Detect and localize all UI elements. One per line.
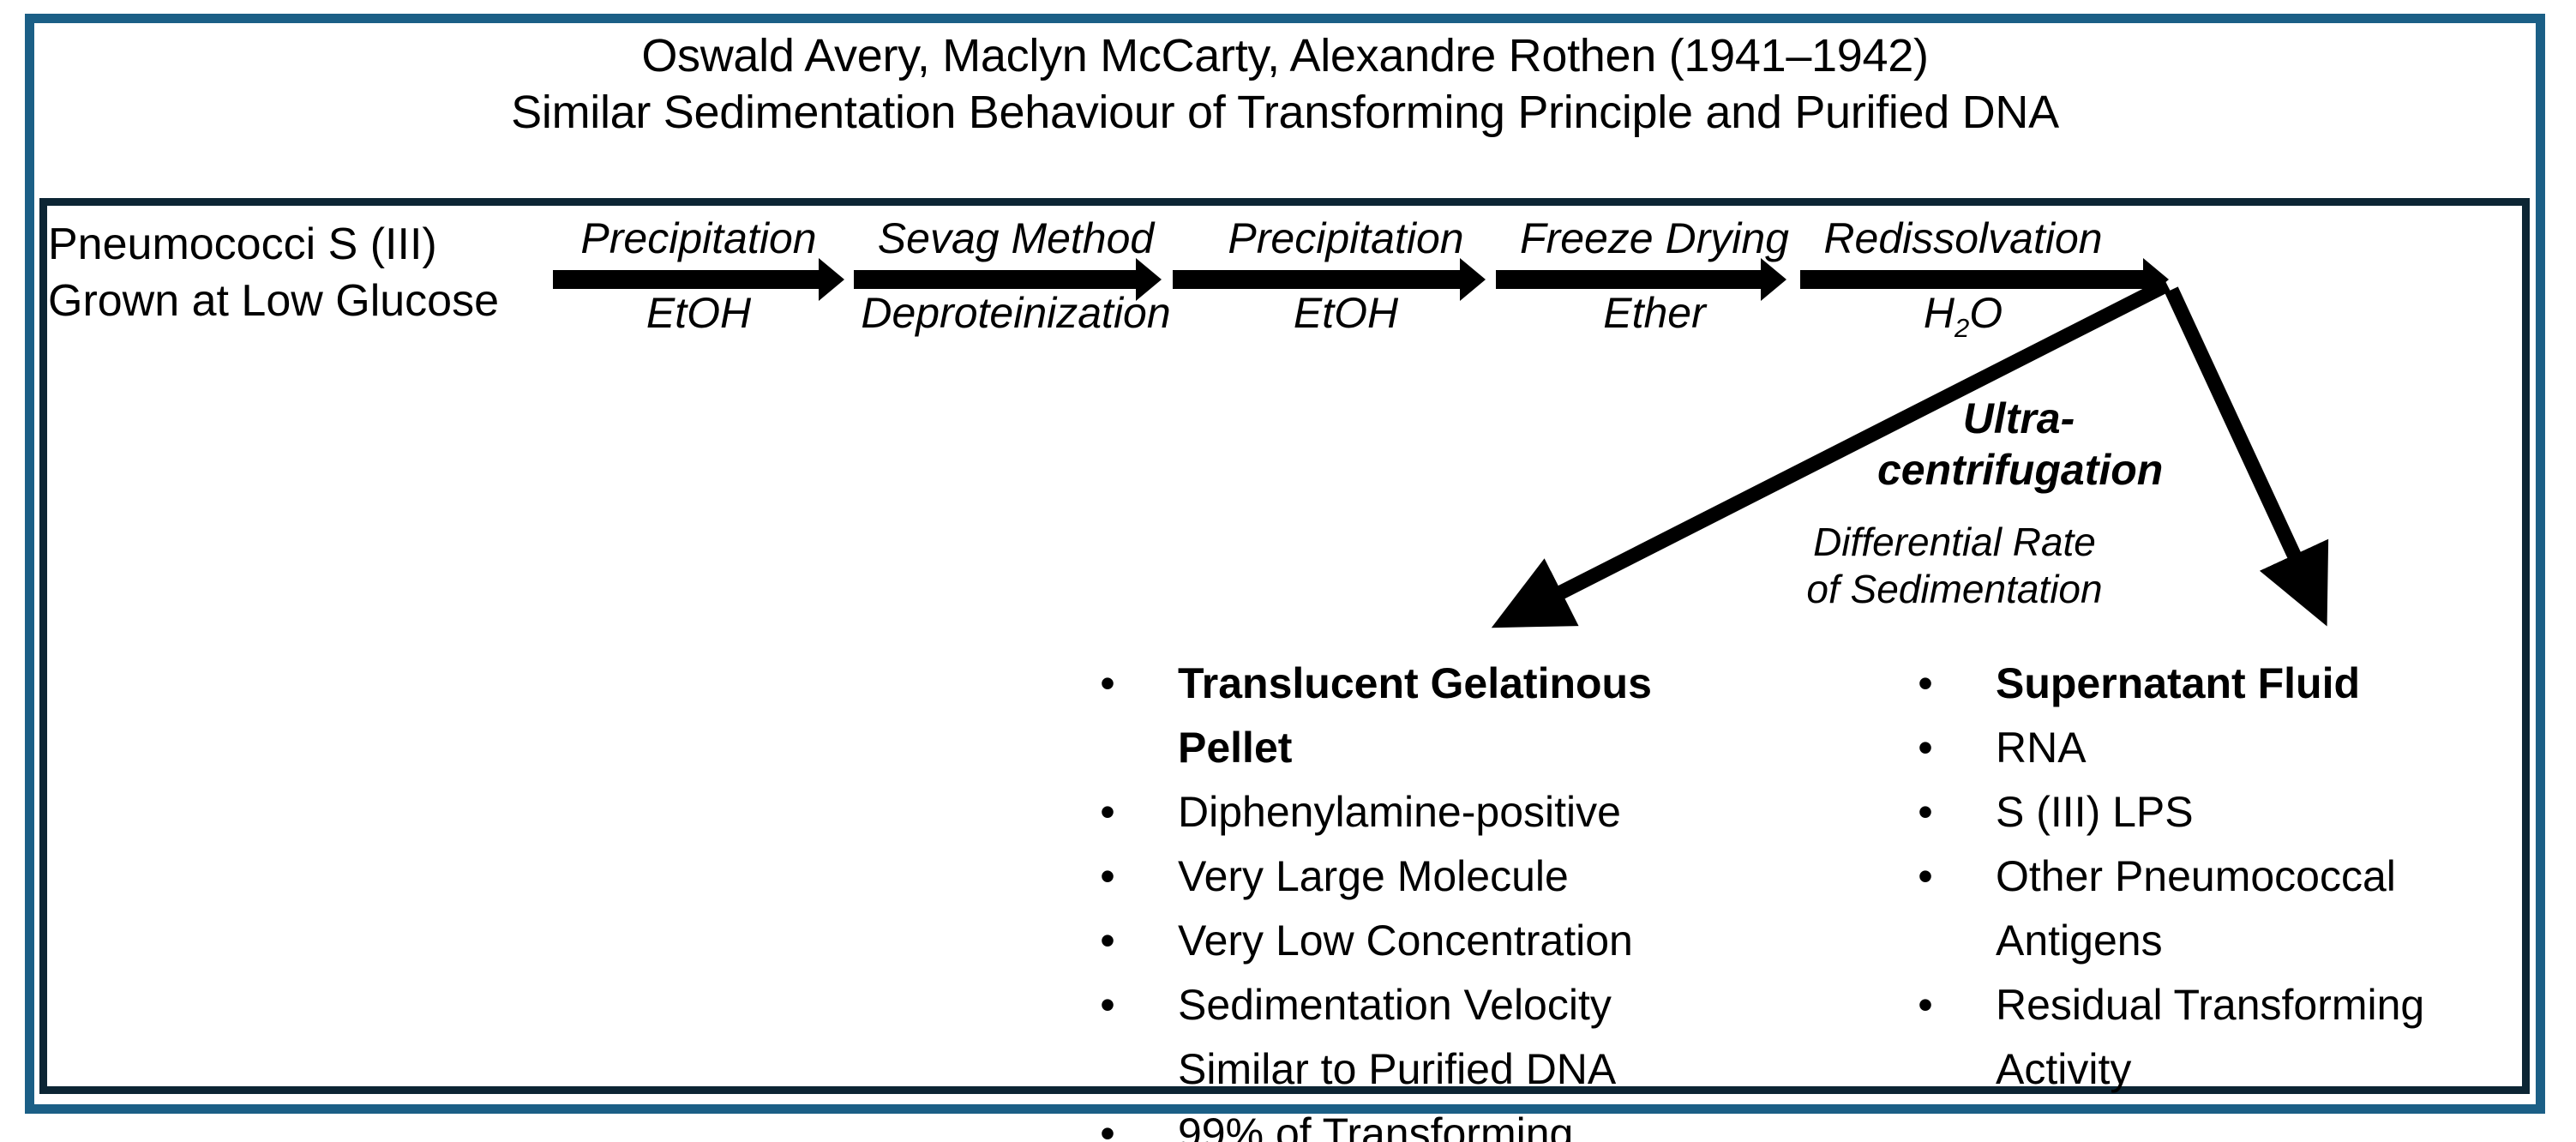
water-formula-tail: O (1969, 289, 2003, 337)
diff-label-line-2: of Sedimentation (1806, 567, 2103, 611)
list-item: • Residual Transforming Activity (1913, 973, 2479, 1102)
source-line-1: Pneumococci S (III) (48, 219, 437, 269)
pellet-heading: Translucent Gelatinous Pellet (1178, 659, 1652, 772)
step-1-top-label: Precipitation (580, 214, 817, 262)
step-1-bottom-label: EtOH (646, 289, 752, 337)
diff-label-line-1: Differential Rate (1813, 520, 2096, 564)
ultra-label-line-1: Ultra- (1962, 394, 2075, 442)
bullet-icon: • (1918, 852, 1933, 900)
bullet-icon: • (1918, 724, 1933, 772)
bullet-icon: • (1100, 981, 1115, 1029)
supernatant-item-text-cont: Activity (1996, 1045, 2132, 1093)
step-5-bottom-label: H2O (1924, 288, 2003, 344)
pellet-item-text: Very Large Molecule (1178, 852, 1569, 900)
page-title: Oswald Avery, Maclyn McCarty, Alexandre … (25, 27, 2545, 141)
differential-rate-label: Differential Rate of Sedimentation (1744, 519, 2165, 613)
supernatant-fraction-list: • Supernatant Fluid • RNA • S (III) LPS … (1913, 652, 2479, 1102)
ultracentrifugation-label: Ultra- centrifugation (1877, 393, 2164, 496)
list-item: • Sedimentation Velocity Similar to Puri… (1096, 973, 1687, 1102)
step-3-top-label: Precipitation (1228, 214, 1464, 262)
bullet-icon: • (1100, 917, 1115, 965)
list-item: • Supernatant Fluid (1913, 652, 2479, 716)
pellet-item-text: 99% of Transforming Activity (1178, 1109, 1574, 1142)
water-formula-main: H (1923, 289, 1955, 337)
list-item: • Other Pneumococcal Antigens (1913, 844, 2479, 973)
supernatant-item-text: S (III) LPS (1996, 788, 2194, 836)
pellet-item-text: Very Low Concentration (1178, 917, 1633, 965)
bullet-icon: • (1100, 659, 1115, 707)
process-arrow-2 (854, 258, 1162, 301)
title-line-1: Oswald Avery, Maclyn McCarty, Alexandre … (641, 30, 1929, 81)
bullet-icon: • (1100, 852, 1115, 900)
process-arrow-5 (1800, 258, 2169, 301)
step-4-bottom-label: Ether (1603, 289, 1706, 337)
source-line-2: Grown at Low Glucose (48, 276, 500, 326)
process-arrow-1 (553, 258, 844, 301)
supernatant-item-text-cont: Antigens (1996, 917, 2163, 965)
step-4-top-label: Freeze Drying (1520, 214, 1789, 262)
pellet-item-text-cont: Similar to Purified DNA (1178, 1045, 1617, 1093)
step-5-top-label: Redissolvation (1823, 214, 2103, 262)
supernatant-item-text: RNA (1996, 724, 2087, 772)
title-line-2: Similar Sedimentation Behaviour of Trans… (511, 87, 2059, 138)
pellet-item-text: Sedimentation Velocity (1178, 981, 1612, 1029)
bullet-icon: • (1100, 788, 1115, 836)
water-formula-subscript: 2 (1954, 313, 1970, 343)
list-item: • RNA (1913, 716, 2479, 780)
bullet-icon: • (1918, 981, 1933, 1029)
process-arrow-4 (1496, 258, 1786, 301)
step-3-bottom-label: EtOH (1293, 289, 1399, 337)
supernatant-item-text: Other Pneumococcal (1996, 852, 2396, 900)
list-item: • Very Large Molecule (1096, 844, 1687, 909)
source-organism-label: Pneumococci S (III) Grown at Low Glucose (48, 216, 499, 329)
list-item: • Diphenylamine-positive (1096, 780, 1687, 844)
list-item: • Translucent Gelatinous Pellet (1096, 652, 1687, 780)
pellet-fraction-list: • Translucent Gelatinous Pellet • Diphen… (1096, 652, 1687, 1142)
supernatant-item-text: Residual Transforming (1996, 981, 2425, 1029)
list-item: • Very Low Concentration (1096, 909, 1687, 973)
bullet-icon: • (1918, 788, 1933, 836)
bullet-icon: • (1918, 659, 1933, 707)
ultra-label-line-2: centrifugation (1877, 446, 2164, 494)
supernatant-heading: Supernatant Fluid (1996, 659, 2360, 707)
step-2-bottom-label: Deproteinization (861, 289, 1171, 337)
process-arrow-3 (1173, 258, 1486, 301)
step-2-top-label: Sevag Method (877, 214, 1155, 262)
bullet-icon: • (1100, 1109, 1115, 1142)
list-item: • S (III) LPS (1913, 780, 2479, 844)
pellet-item-text: Diphenylamine-positive (1178, 788, 1621, 836)
list-item: • 99% of Transforming Activity (1096, 1102, 1687, 1142)
